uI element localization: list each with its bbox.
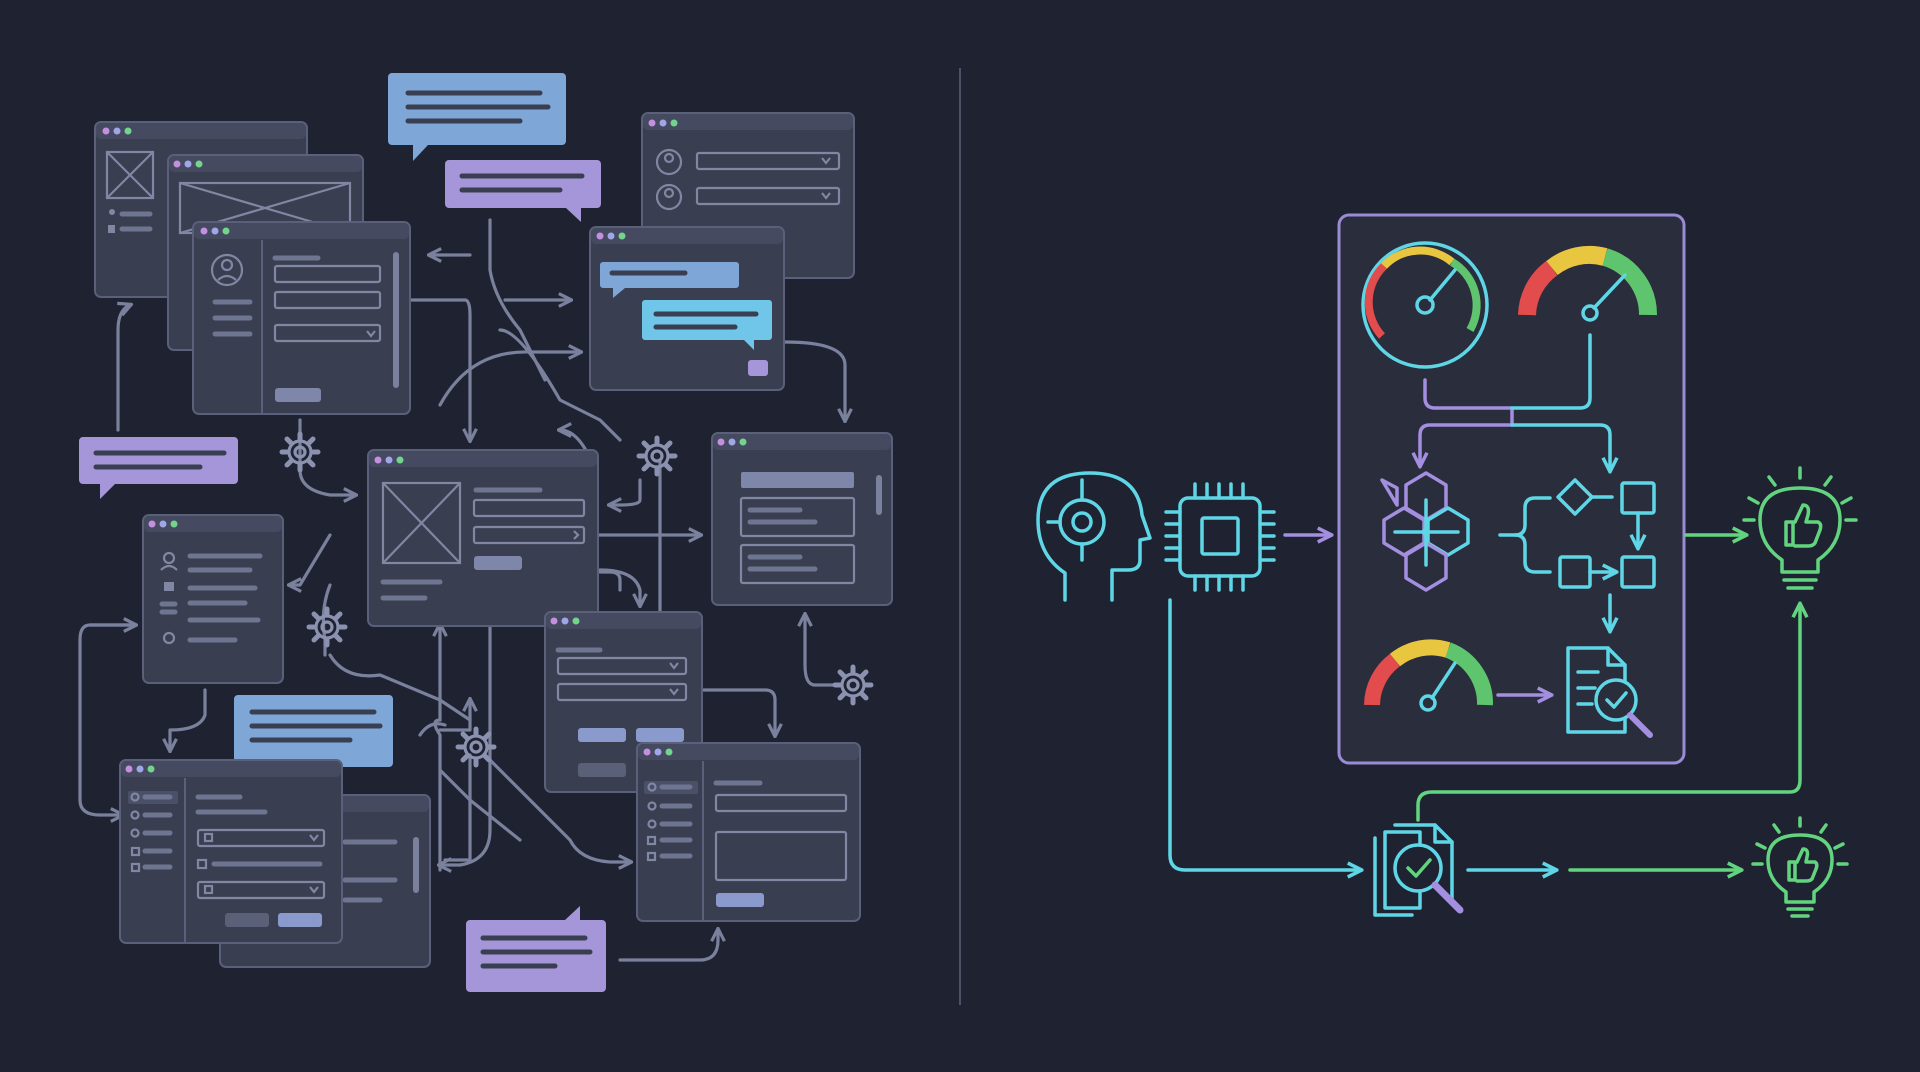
window-dots-icon — [374, 456, 404, 464]
window-dots-icon — [596, 232, 626, 240]
window-checkbox-form — [119, 759, 343, 944]
user-icon — [655, 183, 683, 211]
flowchart-icon — [1498, 478, 1656, 630]
chat-bubble-icon — [466, 906, 606, 992]
image-placeholder-icon — [105, 150, 155, 200]
gear-icon — [458, 729, 494, 765]
bottom-speedometer — [1364, 639, 1493, 712]
window-dots-icon — [102, 127, 132, 135]
window-dots-icon — [125, 765, 155, 773]
chat-bubble-icon — [79, 437, 238, 499]
gear-icon — [835, 667, 871, 703]
window-dots-icon — [550, 617, 580, 625]
lightbulb-thumbs-up-icon — [1751, 816, 1849, 918]
window-chat — [589, 226, 785, 391]
gear-icon — [309, 609, 345, 645]
dropdown-chevron-icon — [366, 330, 376, 338]
tangled-connectors — [78, 218, 845, 962]
hexagon-network-icon — [1380, 471, 1470, 592]
document-review-icon — [1373, 823, 1464, 917]
window-profile-form — [192, 221, 411, 415]
document-review-icon — [1566, 646, 1653, 738]
gear-icon — [639, 438, 675, 474]
window-dots-icon — [173, 160, 203, 168]
window-central-editor — [367, 449, 599, 627]
window-settings-list — [142, 514, 284, 684]
window-list-panel — [711, 432, 893, 606]
chat-bubble-icon — [445, 160, 601, 222]
ai-head-icon — [1036, 471, 1152, 602]
flow-arrow — [1416, 605, 1800, 822]
user-icon — [162, 551, 176, 565]
lightbulb-thumbs-up-icon — [1742, 466, 1858, 590]
top-left-speedometer — [1361, 241, 1489, 369]
chaotic-ui-cluster — [78, 73, 893, 992]
chat-bubble-icon — [388, 73, 566, 161]
window-dots-icon — [648, 119, 678, 127]
window-text-editor — [636, 742, 861, 922]
window-dots-icon — [717, 438, 747, 446]
ai-pipeline — [1036, 213, 1858, 918]
window-dots-icon — [200, 227, 230, 235]
flow-arrow — [1423, 378, 1514, 427]
flow-arrow — [1168, 598, 1360, 870]
user-icon — [655, 148, 683, 176]
cpu-chip-icon — [1164, 482, 1276, 592]
user-icon — [210, 253, 244, 287]
window-dots-icon — [148, 520, 178, 528]
analytics-panel — [1337, 213, 1686, 765]
image-placeholder-icon — [381, 481, 462, 565]
window-dots-icon — [643, 748, 673, 756]
top-right-speedometer — [1518, 246, 1658, 322]
